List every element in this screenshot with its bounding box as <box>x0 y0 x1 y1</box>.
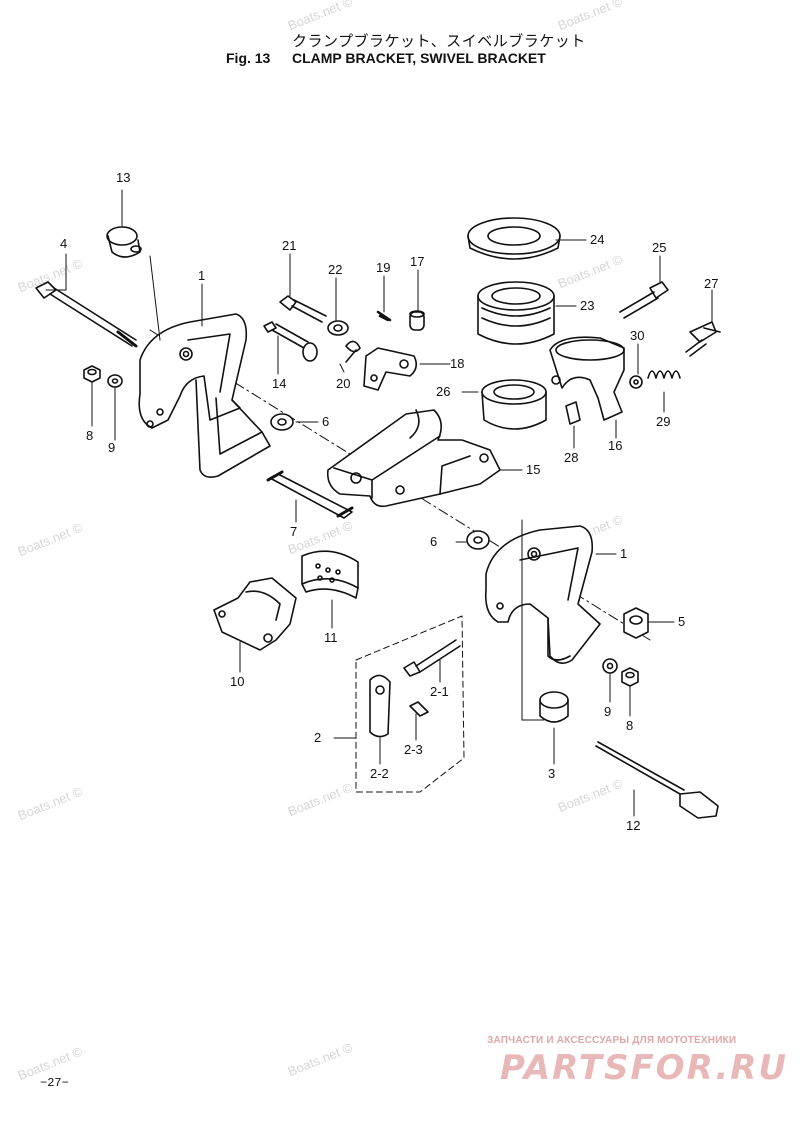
part-28-plate <box>565 401 581 425</box>
part-12-rod <box>595 741 719 819</box>
part-23-friction-block <box>477 281 555 345</box>
part-7-shaft <box>266 470 354 519</box>
callout-2: 2 <box>314 730 321 745</box>
english-title: CLAMP BRACKET, SWIVEL BRACKET <box>292 50 546 66</box>
part-1-clamp-bracket-right <box>484 525 601 664</box>
callout-19: 19 <box>376 260 390 275</box>
callout-5: 5 <box>678 614 685 629</box>
part-16-clamp <box>549 336 625 421</box>
part-21-bolt <box>279 295 327 323</box>
part-8-nut-left <box>83 365 101 383</box>
figure-number: Fig. 13 <box>226 50 271 66</box>
part-9-washer-left <box>107 374 123 388</box>
callout-3: 3 <box>548 766 555 781</box>
callout-9-right: 9 <box>604 704 611 719</box>
shop-logo: PARTSFOR.RU <box>500 1048 789 1088</box>
part-13-bush <box>106 226 142 258</box>
callout-7: 7 <box>290 524 297 539</box>
callout-29: 29 <box>656 414 670 429</box>
part-22-collar <box>327 320 349 336</box>
callout-4: 4 <box>60 236 67 251</box>
callout-11: 11 <box>324 630 338 645</box>
part-9-washer-right <box>602 658 618 674</box>
callout-6-upper: 6 <box>322 414 329 429</box>
part-6-washer-lower <box>466 530 490 550</box>
callout-23: 23 <box>580 298 594 313</box>
part-2-3-pin <box>409 701 429 717</box>
callout-13: 13 <box>116 170 130 185</box>
callout-18: 18 <box>450 356 464 371</box>
part-2-2-lever <box>369 674 391 738</box>
part-17-pin <box>409 310 425 331</box>
part-19-pin <box>376 310 392 322</box>
callout-25: 25 <box>652 240 666 255</box>
part-4-bolt <box>35 281 138 348</box>
part-26-lower-bushing <box>481 379 547 430</box>
japanese-title: クランプブラケット、スイベルブラケット <box>292 33 586 50</box>
callout-10: 10 <box>230 674 244 689</box>
callout-2-1: 2-1 <box>430 684 449 699</box>
part-2-1-bolt <box>403 639 461 677</box>
part-20-spring <box>345 340 361 363</box>
callout-15: 15 <box>526 462 540 477</box>
part-15-swivel-bracket <box>326 409 501 508</box>
part-8-nut-right <box>621 667 639 687</box>
part-24-upper-bushing <box>467 217 561 260</box>
callout-26: 26 <box>436 384 450 399</box>
part-2-assembly <box>355 615 465 793</box>
callout-14: 14 <box>272 376 286 391</box>
callout-9: 9 <box>108 440 115 455</box>
callout-17: 17 <box>410 254 424 269</box>
part-3-cap <box>539 691 569 723</box>
callout-24: 24 <box>590 232 604 247</box>
part-18-tilt-lever <box>363 347 418 391</box>
callout-2-2: 2-2 <box>370 766 389 781</box>
callout-22: 22 <box>328 262 342 277</box>
part-30-washer <box>629 375 643 389</box>
part-11-holder <box>301 550 359 599</box>
part-10-holder <box>213 577 297 651</box>
callout-1-right: 1 <box>620 546 627 561</box>
part-14-bolt <box>263 321 318 362</box>
callout-28: 28 <box>564 450 578 465</box>
callout-12: 12 <box>626 818 640 833</box>
callout-27: 27 <box>704 276 718 291</box>
part-1-clamp-bracket-left <box>138 313 271 478</box>
part-27-thumb-screw <box>685 321 721 357</box>
callout-20: 20 <box>336 376 350 391</box>
page-number: −27− <box>40 1076 69 1090</box>
part-25-bolt <box>619 281 669 319</box>
callout-16: 16 <box>608 438 622 453</box>
callout-6-lower: 6 <box>430 534 437 549</box>
part-5-nut <box>623 607 649 639</box>
callout-21: 21 <box>282 238 296 253</box>
callout-1: 1 <box>198 268 205 283</box>
callout-8-right: 8 <box>626 718 633 733</box>
callout-30: 30 <box>630 328 644 343</box>
part-6-washer-upper <box>270 413 294 431</box>
part-29-spring <box>647 370 681 379</box>
shop-tagline: ЗАПЧАСТИ И АКСЕССУАРЫ ДЛЯ МОТОТЕХНИКИ <box>487 1035 737 1046</box>
callout-2-3: 2-3 <box>404 742 423 757</box>
callout-8: 8 <box>86 428 93 443</box>
